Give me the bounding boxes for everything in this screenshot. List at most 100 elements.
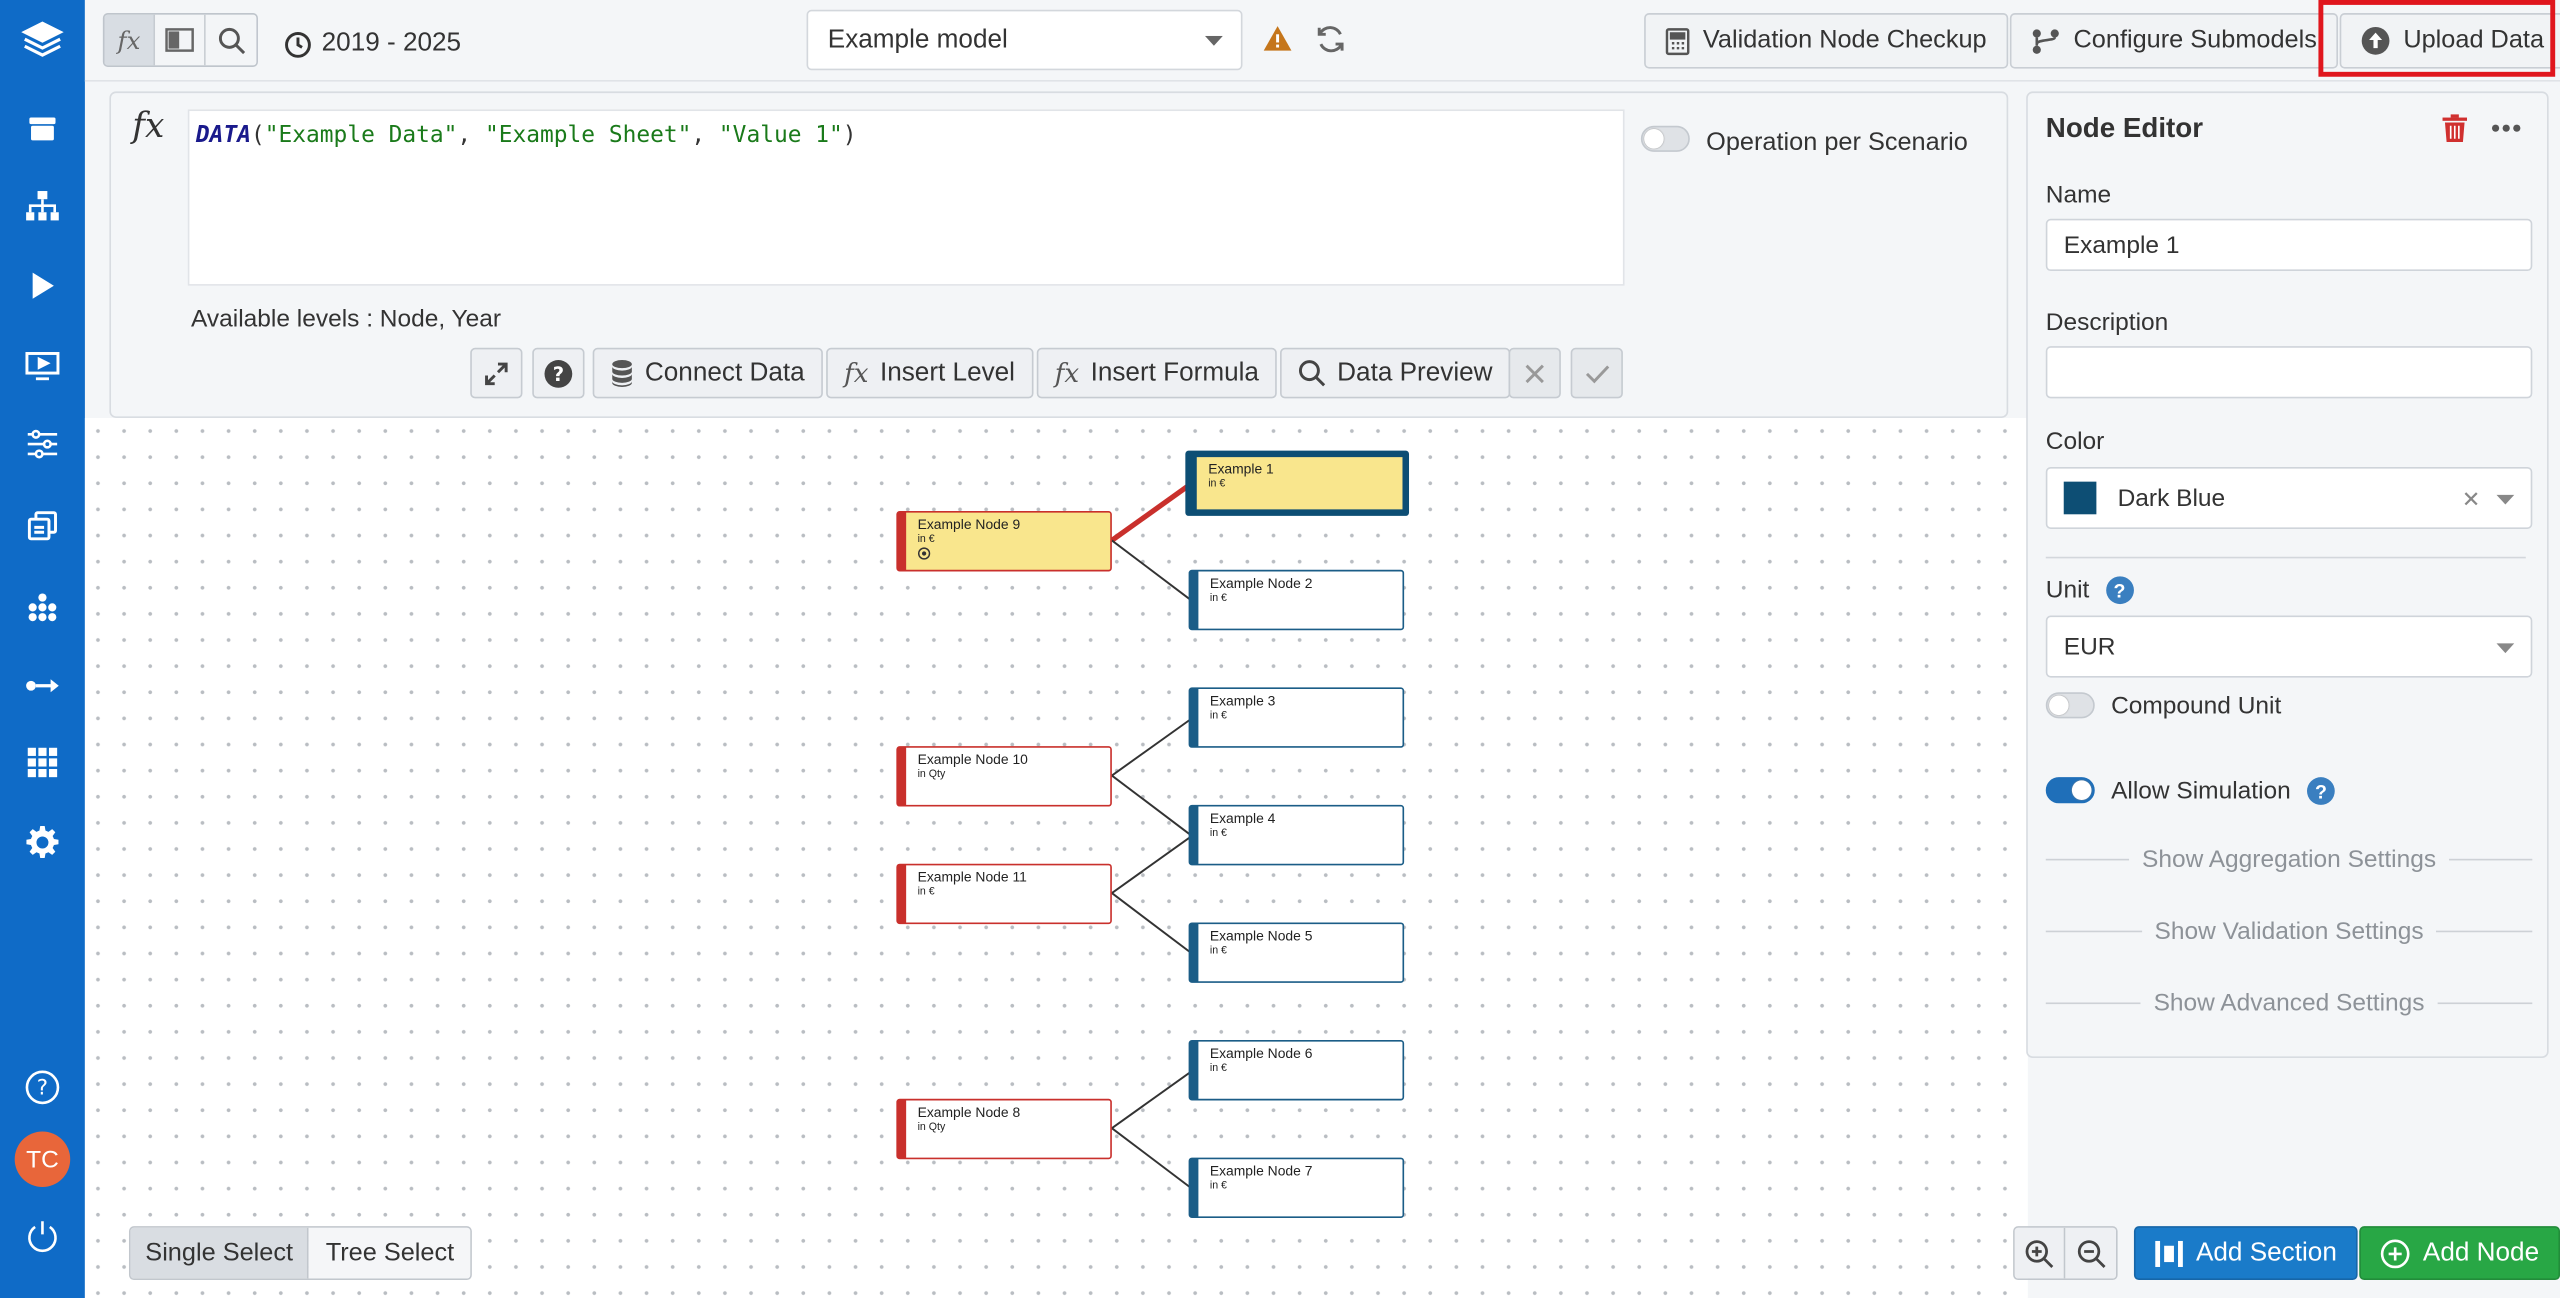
node-unit: in € [1209,827,1227,840]
check-icon [1585,364,1609,383]
add-node-button[interactable]: Add Node [2359,1226,2560,1281]
compound-unit-toggle[interactable] [2045,692,2095,719]
node-example-node-8[interactable]: Example Node 8 in Qty [896,1098,1112,1160]
formula-function: DATA [195,122,251,149]
fx-icon: fx [1054,357,1080,389]
node-unit: in € [1209,1180,1227,1192]
cancel-button[interactable] [1508,347,1561,399]
node-unit: in Qty [917,1121,946,1134]
node-unit: in € [1209,592,1227,605]
zoom-out-button[interactable] [2065,1227,2116,1279]
network-icon[interactable] [0,580,85,636]
gear-icon[interactable] [0,815,85,871]
node-example-node-10[interactable]: Example Node 10 in Qty [896,746,1112,807]
confirm-button[interactable] [1570,347,1623,399]
chevron-down-icon [1204,35,1223,46]
more-options-icon[interactable] [2491,124,2521,132]
description-field[interactable] [2045,346,2533,399]
allow-simulation-toggle[interactable] [2045,777,2095,804]
add-section-button[interactable]: Add Section [2133,1226,2359,1281]
configure-submodels-label: Configure Submodels [2073,26,2317,54]
question-icon: ? [544,359,573,387]
formula-arg1: "Example Data" [264,122,458,149]
play-icon[interactable] [0,258,85,314]
refresh-icon[interactable] [1314,23,1347,56]
layers-logo-icon[interactable] [0,11,85,67]
svg-text:?: ? [37,1076,48,1101]
table-grid-icon[interactable] [0,735,85,791]
name-field[interactable]: Example 1 [2045,218,2533,272]
data-preview-button[interactable]: Data Preview [1280,347,1511,399]
node-example-1[interactable]: Example 1 in € [1185,450,1410,516]
validation-node-checkup-label: Validation Node Checkup [1702,26,1987,54]
single-select-label: Single Select [145,1238,294,1267]
presentation-icon[interactable] [0,338,85,394]
svg-text:?: ? [553,362,564,385]
node-example-node-11[interactable]: Example Node 11 in € [896,863,1112,925]
chevron-down-icon [2496,643,2515,654]
help-icon[interactable]: ? [2307,777,2335,805]
node-name: Example Node 9 [917,515,1021,533]
node-name: Example 1 [1208,460,1274,477]
name-label: Name [2045,181,2112,209]
model-canvas[interactable]: Example Node 9 in € Example 1 in € Examp… [84,417,2028,1298]
node-name: Example Node 5 [1209,927,1313,944]
upload-highlight-box [2318,0,2556,77]
validation-node-checkup-button[interactable]: Validation Node Checkup [1644,13,2008,69]
zoom-in-icon [2025,1239,2054,1268]
search-icon [1298,360,1326,387]
archive-icon[interactable] [0,101,85,157]
copy-icon[interactable] [0,498,85,554]
single-select-button[interactable]: Single Select [130,1227,310,1279]
user-avatar[interactable]: TC [14,1131,71,1187]
advanced-settings-toggle[interactable]: Show Advanced Settings [2046,989,2533,1017]
node-example-node-9[interactable]: Example Node 9 in € [896,511,1112,572]
node-example-node-5[interactable]: Example Node 5 in € [1188,922,1405,983]
aggregation-settings-toggle[interactable]: Show Aggregation Settings [2046,846,2533,874]
selection-mode-switch: Single Select Tree Select [128,1226,473,1281]
color-select-value: Dark Blue [2117,484,2226,512]
node-example-node-2[interactable]: Example Node 2 in € [1188,569,1405,631]
sitemap-icon[interactable] [0,178,85,234]
model-select[interactable]: Example model [806,9,1243,71]
power-icon[interactable] [0,1208,85,1264]
model-select-value: Example model [827,25,1008,54]
help-circle-icon[interactable]: ? [0,1060,85,1116]
upload-data-button[interactable]: Upload Data [2339,13,2560,69]
node-example-node-7[interactable]: Example Node 7 in € [1188,1157,1405,1218]
year-range[interactable]: 2019 - 2025 [284,29,461,58]
formula-editor[interactable]: DATA("Example Data", "Example Sheet", "V… [187,109,1625,286]
fork-icon [2032,28,2059,54]
sliders-icon[interactable] [0,416,85,472]
configure-submodels-button[interactable]: Configure Submodels [2009,13,2339,69]
insert-formula-button[interactable]: fx Insert Formula [1036,347,1277,399]
clear-icon[interactable] [2464,491,2479,506]
formula-view-icon[interactable]: fx [104,14,156,66]
validation-settings-toggle[interactable]: Show Validation Settings [2046,918,2533,946]
zoom-in-button[interactable] [2014,1227,2066,1279]
node-example-4[interactable]: Example 4 in € [1188,804,1405,866]
upload-data-label: Upload Data [2403,26,2545,54]
connector-icon[interactable] [0,658,85,714]
insert-level-button[interactable]: fx Insert Level [826,347,1033,399]
panel-view-icon[interactable] [155,14,206,66]
help-icon[interactable]: ? [2105,576,2134,605]
connect-data-button[interactable]: Connect Data [592,347,823,399]
warning-icon[interactable] [1262,24,1293,52]
expand-button[interactable] [470,347,523,399]
node-example-node-6[interactable]: Example Node 6 in € [1188,1040,1405,1101]
help-button[interactable]: ? [532,347,585,399]
plus-circle-icon [2380,1238,2410,1268]
unit-label: Unit [2045,576,2090,605]
color-select[interactable]: Dark Blue [2045,466,2533,529]
trash-icon[interactable] [2442,114,2468,143]
node-example-3[interactable]: Example 3 in € [1188,687,1405,748]
unit-select[interactable]: EUR [2045,615,2533,678]
operation-per-scenario-toggle[interactable] [1640,125,1690,152]
expand-icon [485,361,508,385]
zoom-controls [2013,1226,2118,1281]
allow-simulation-row: Allow Simulation ? [2111,777,2335,805]
search-icon[interactable] [205,14,257,66]
fx-icon: fx [132,106,165,146]
tree-select-button[interactable]: Tree Select [309,1227,471,1279]
